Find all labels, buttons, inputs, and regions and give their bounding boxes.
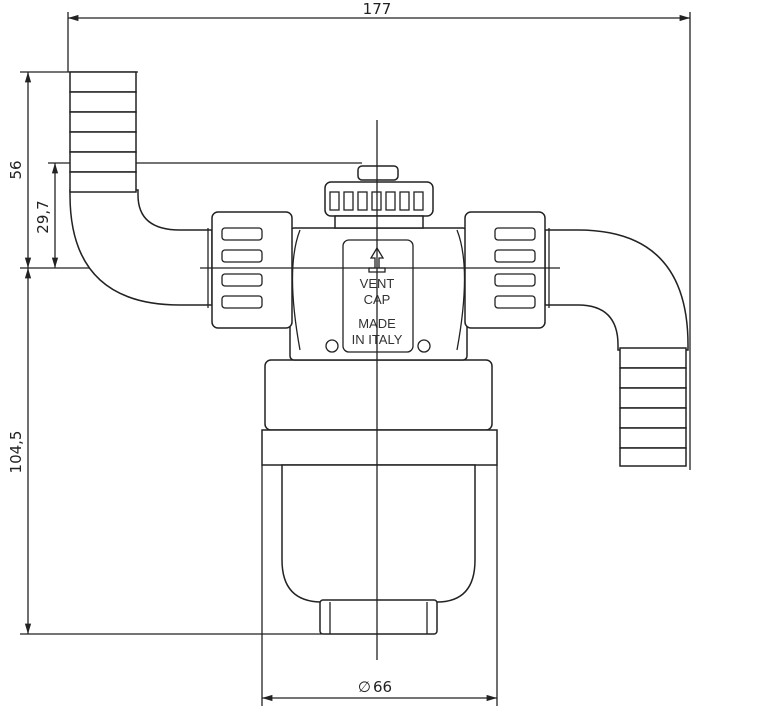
dim-upper-height: 56 [7, 160, 25, 179]
filter-bowl [261, 359, 498, 635]
right-union-nut [464, 211, 550, 329]
right-hose-barb [544, 229, 689, 467]
vent-cap [324, 165, 434, 229]
dim-diameter: 66 [373, 678, 392, 696]
dim-total-width: 177 [363, 0, 392, 18]
left-union-nut [207, 211, 293, 329]
diameter-symbol: ∅ [358, 678, 371, 696]
dim-lower-height: 104,5 [7, 431, 25, 474]
dimension-lines [20, 12, 691, 706]
left-hose-barb [69, 71, 213, 306]
dim-inlet-offset: 29,7 [34, 200, 52, 233]
